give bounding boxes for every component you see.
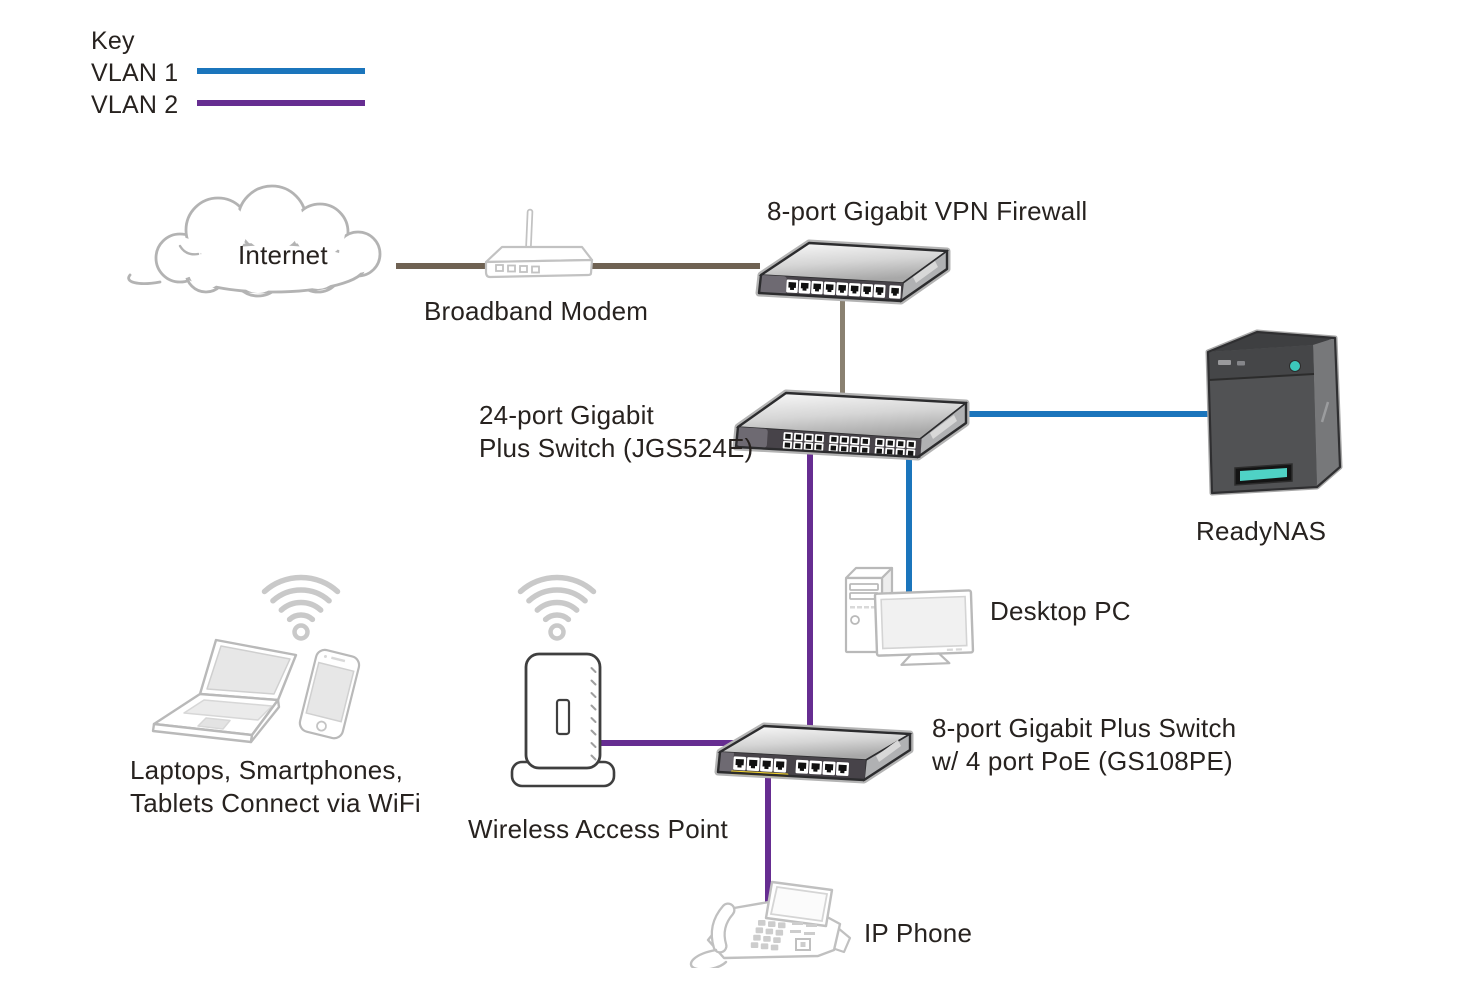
switch8-label: 8-port Gigabit Plus Switch w/ 4 port PoE… — [932, 712, 1236, 778]
firewall-switch-icon — [745, 233, 951, 311]
desktop-pc-icon — [840, 562, 982, 666]
switch24-label: 24-port Gigabit Plus Switch (JGS524E) — [479, 399, 753, 465]
key-vlan1-swatch — [197, 68, 365, 74]
switch8-label-line2: w/ 4 port PoE (GS108PE) — [932, 746, 1233, 776]
wire-switch24-readynas — [955, 411, 1215, 417]
wifi-clients-label-line2: Tablets Connect via WiFi — [130, 788, 421, 818]
ip-phone-label: IP Phone — [864, 918, 973, 948]
switch-8port-poe-icon — [706, 718, 918, 792]
wire-switch24-switch8 — [807, 446, 813, 742]
wire-switch24-desktop — [906, 446, 912, 596]
switch24-label-line2: Plus Switch (JGS524E) — [479, 433, 754, 463]
key-heading: Key — [91, 27, 135, 55]
wire-switch8-ipphone — [765, 758, 771, 908]
switch24-label-line1: 24-port Gigabit — [479, 400, 654, 430]
wireless-access-point-icon — [506, 650, 620, 794]
wire-firewall-switch24 — [840, 292, 845, 396]
switch-24port-icon — [726, 383, 972, 467]
wifi-clients-label-line1: Laptops, Smartphones, — [130, 755, 404, 785]
modem-label: Broadband Modem — [424, 296, 649, 326]
key-vlan1-label: VLAN 1 — [91, 59, 179, 87]
modem-icon — [478, 200, 598, 292]
wifi-waves-icon — [506, 556, 608, 642]
wifi-waves-icon — [250, 556, 352, 642]
switch8-label-line1: 8-port Gigabit Plus Switch — [932, 713, 1237, 743]
ip-phone-icon — [680, 876, 858, 971]
wire-wap-switch8 — [598, 740, 778, 746]
wifi-clients-label: Laptops, Smartphones, Tablets Connect vi… — [130, 754, 421, 820]
nas-tower-icon — [1198, 326, 1350, 504]
laptop-icon — [146, 636, 304, 744]
key-vlan2-label: VLAN 2 — [91, 91, 179, 119]
smartphone-icon — [294, 646, 364, 746]
readynas-label: ReadyNAS — [1196, 516, 1327, 546]
firewall-label: 8-port Gigabit VPN Firewall — [767, 196, 1088, 226]
key-vlan2-swatch — [197, 100, 365, 106]
internet-label: Internet — [238, 240, 328, 270]
desktop-pc-label: Desktop PC — [990, 596, 1131, 626]
wap-label: Wireless Access Point — [468, 814, 728, 844]
cloud-icon — [122, 178, 418, 308]
